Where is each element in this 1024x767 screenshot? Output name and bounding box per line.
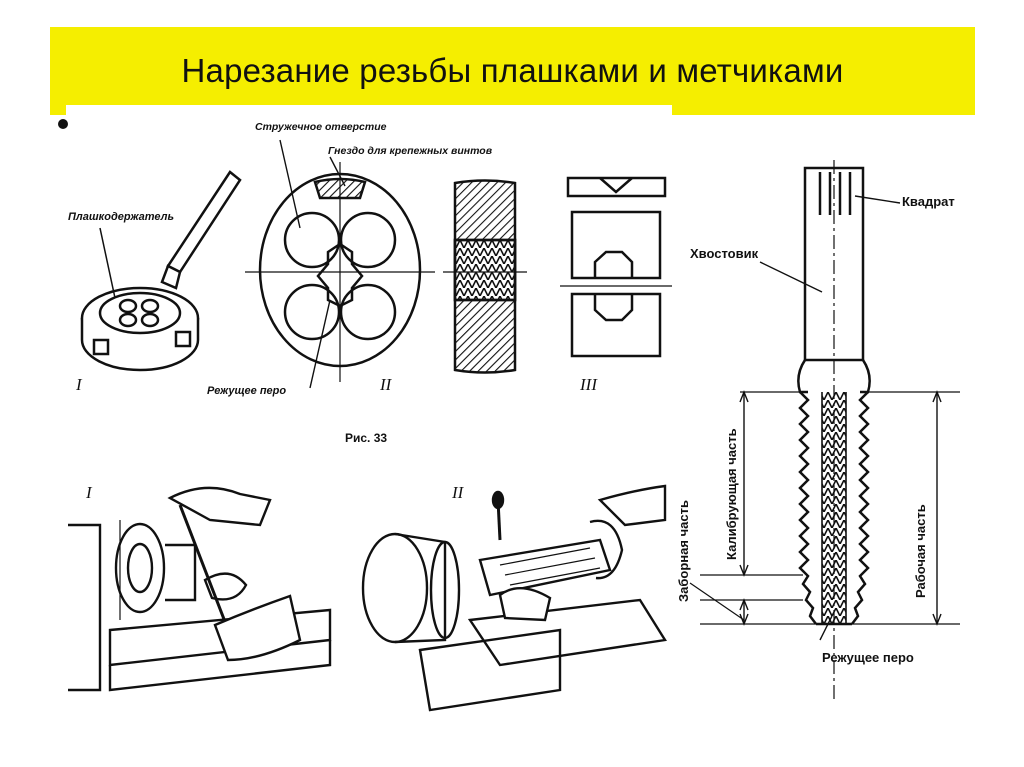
label-calibrating-part: Калибрующая часть xyxy=(724,428,739,560)
label-die-holder: Плашкодержатель xyxy=(68,211,174,223)
title-banner: Нарезание резьбы плашками и метчиками xyxy=(50,27,975,115)
title-underlay xyxy=(66,105,672,123)
label-square: Квадрат xyxy=(902,194,955,209)
lathe-view-1-drawing xyxy=(68,486,332,692)
numeral-lathe-2: II xyxy=(451,483,465,502)
figure-caption: Рис. 33 xyxy=(345,431,387,445)
split-die-drawing xyxy=(560,176,672,358)
label-screw-socket: Гнездо для крепежных винтов xyxy=(328,145,493,157)
round-die-face-drawing xyxy=(245,139,435,389)
die-side-section-drawing xyxy=(443,179,527,374)
label-cutting-edge-die: Режущее перо xyxy=(207,385,286,397)
numeral-fig-2: II xyxy=(379,375,393,394)
die-holder-drawing xyxy=(80,170,242,372)
slide-title: Нарезание резьбы плашками и метчиками xyxy=(181,52,844,89)
numeral-lathe-1: I xyxy=(85,483,93,502)
lathe-view-2-drawing xyxy=(361,484,667,712)
label-cutting-edge-tap: Режущее перо xyxy=(822,650,914,665)
label-shank: Хвостовик xyxy=(690,246,759,261)
label-lead-part: Заборная часть xyxy=(676,500,691,602)
bullet-dot xyxy=(58,119,68,129)
label-working-part: Рабочая часть xyxy=(913,504,928,598)
numeral-fig-1: I xyxy=(75,375,83,394)
numeral-fig-3: III xyxy=(579,375,598,394)
tap-drawing xyxy=(689,160,960,700)
label-chip-hole: Стружечное отверстие xyxy=(255,121,387,133)
